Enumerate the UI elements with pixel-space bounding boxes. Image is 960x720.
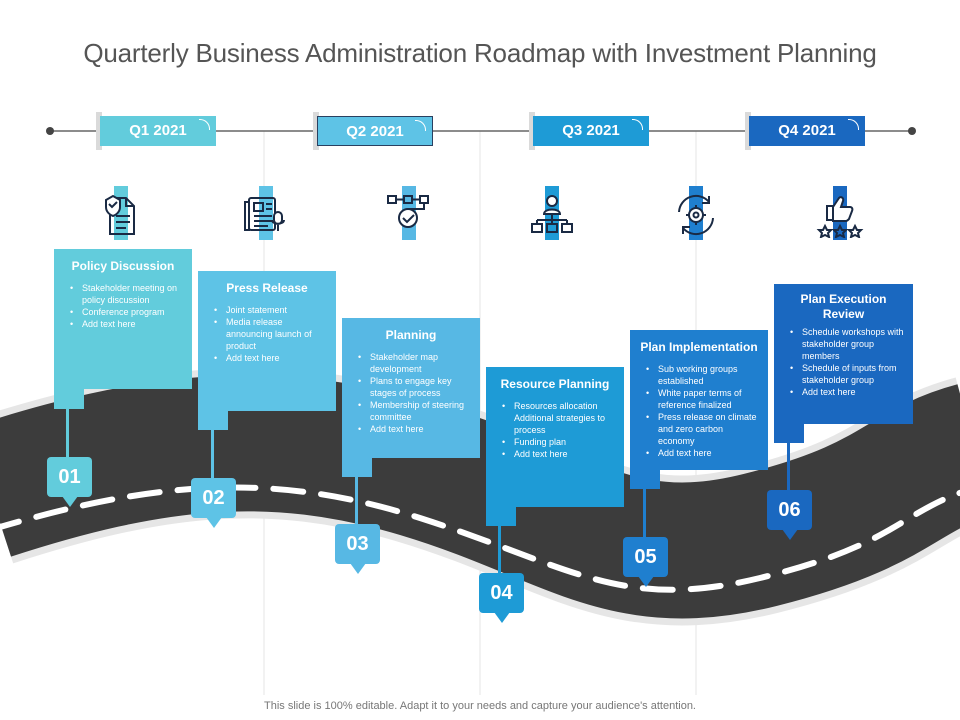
slide-footer-note: This slide is 100% editable. Adapt it to… bbox=[264, 700, 696, 712]
newspaper-microphone-icon bbox=[241, 186, 291, 242]
stage-04-title: Resource Planning bbox=[500, 377, 610, 391]
stage-04-card: Resource Planning Resources allocation A… bbox=[486, 367, 624, 507]
stage-05-number: 05 bbox=[634, 546, 657, 568]
stage-01-bullet-2: Conference program bbox=[70, 306, 184, 318]
policy-document-check-icon bbox=[96, 186, 146, 242]
stage-04-number: 04 bbox=[490, 582, 513, 604]
stage-06-bullet-1: Schedule workshops with stakeholder grou… bbox=[790, 326, 905, 362]
gear-cycle-icon bbox=[671, 186, 721, 242]
stage-03-bullet-2: Plans to engage key stages of process bbox=[358, 375, 472, 399]
stage-01-bullet-1: Stakeholder meeting on policy discussion bbox=[70, 282, 184, 306]
stage-02-card: Press Release Joint statement Media rele… bbox=[198, 271, 336, 411]
stage-05-connector bbox=[643, 488, 646, 538]
stage-01-bullet-3: Add text here bbox=[70, 318, 184, 330]
stage-02-title: Press Release bbox=[226, 281, 308, 295]
stage-06-bullets: Schedule workshops with stakeholder grou… bbox=[782, 326, 905, 398]
stage-03-bullet-1: Stakeholder map development bbox=[358, 351, 472, 375]
stage-04-card-tail bbox=[486, 506, 516, 526]
thumbs-up-stars-icon bbox=[815, 186, 865, 242]
stage-04-marker: 04 bbox=[479, 573, 524, 623]
quarter-q3-label: Q3 2021 bbox=[533, 116, 649, 146]
stage-05-bullets: Sub working groups established White pap… bbox=[638, 363, 760, 459]
stage-03-marker: 03 bbox=[335, 524, 380, 574]
stage-06-card: Plan Execution Review Schedule workshops… bbox=[774, 284, 913, 424]
stage-02-bullets: Joint statement Media release announcing… bbox=[206, 304, 328, 364]
stage-01-bullets: Stakeholder meeting on policy discussion… bbox=[62, 282, 184, 330]
stage-05-marker: 05 bbox=[623, 537, 668, 587]
timeline-start-dot bbox=[46, 127, 54, 135]
timeline-end-dot bbox=[908, 127, 916, 135]
flowchart-check-icon bbox=[384, 186, 434, 242]
quarter-q4-text: Q4 2021 bbox=[778, 122, 836, 139]
quarter-q3-text: Q3 2021 bbox=[562, 122, 620, 139]
stage-06-number: 06 bbox=[778, 499, 801, 521]
stage-01-marker: 01 bbox=[47, 457, 92, 507]
stage-05-bullet-1: Sub working groups established bbox=[646, 363, 760, 387]
q1-tab bbox=[96, 112, 102, 150]
road-center-dashes bbox=[0, 484, 960, 593]
road-body bbox=[0, 375, 960, 619]
stage-01-card-tail bbox=[54, 389, 84, 409]
stage-02-marker: 02 bbox=[191, 478, 236, 528]
stage-01-connector bbox=[66, 408, 69, 458]
stage-03-title: Planning bbox=[385, 328, 437, 342]
stage-02-number: 02 bbox=[202, 487, 225, 509]
stage-02-bullet-3: Add text here bbox=[214, 352, 328, 364]
q3-tab bbox=[529, 112, 535, 150]
stage-04-bullet-3: Add text here bbox=[502, 448, 616, 460]
stage-05-title: Plan Implementation bbox=[640, 340, 758, 354]
quarter-q1-text: Q1 2021 bbox=[129, 122, 187, 139]
stage-05-bullet-2: White paper terms of reference finalized bbox=[646, 387, 760, 411]
stage-03-card-tail bbox=[342, 457, 372, 477]
stage-05-bullet-3: Press release on climate and zero carbon… bbox=[646, 411, 760, 447]
q4-tab bbox=[745, 112, 751, 150]
stage-05-card-tail bbox=[630, 469, 660, 489]
stage-04-bullets: Resources allocation Additional strategi… bbox=[494, 400, 616, 460]
stage-02-bullet-2: Media release announcing launch of produ… bbox=[214, 316, 328, 352]
org-hierarchy-person-icon bbox=[527, 186, 577, 242]
stage-03-bullet-3: Membership of steering committee bbox=[358, 399, 472, 423]
stage-06-card-tail bbox=[774, 423, 804, 443]
stage-06-marker: 06 bbox=[767, 490, 812, 540]
stage-04-connector bbox=[498, 525, 501, 573]
stage-04-bullet-1: Resources allocation Additional strategi… bbox=[502, 400, 616, 436]
stage-02-bullet-1: Joint statement bbox=[214, 304, 328, 316]
slide-title: Quarterly Business Administration Roadma… bbox=[83, 38, 877, 68]
stage-01-number: 01 bbox=[58, 466, 81, 488]
stage-02-card-tail bbox=[198, 410, 228, 430]
quarter-q2-text: Q2 2021 bbox=[346, 123, 404, 140]
stage-01-title: Policy Discussion bbox=[71, 259, 175, 273]
quarter-q1-label: Q1 2021 bbox=[100, 116, 216, 146]
stage-04-bullet-2: Funding plan bbox=[502, 436, 616, 448]
stage-06-bullet-3: Add text here bbox=[790, 386, 905, 398]
stage-03-bullet-4: Add text here bbox=[358, 423, 472, 435]
quarter-q4-label: Q4 2021 bbox=[749, 116, 865, 146]
q2-tab bbox=[313, 112, 319, 150]
stage-03-card: Planning Stakeholder map development Pla… bbox=[342, 318, 480, 458]
stage-03-bullets: Stakeholder map development Plans to eng… bbox=[350, 351, 472, 435]
stage-06-connector bbox=[787, 442, 790, 490]
stage-06-title: Plan Execution Review bbox=[800, 292, 887, 321]
stage-03-number: 03 bbox=[346, 533, 369, 555]
stage-01-card: Policy Discussion Stakeholder meeting on… bbox=[54, 249, 192, 389]
stage-03-connector bbox=[355, 476, 358, 524]
stage-05-card: Plan Implementation Sub working groups e… bbox=[630, 330, 768, 470]
stage-06-bullet-2: Schedule of inputs from stakeholder grou… bbox=[790, 362, 905, 386]
stage-05-bullet-4: Add text here bbox=[646, 447, 760, 459]
stage-02-connector bbox=[211, 430, 214, 478]
quarter-q2-label: Q2 2021 bbox=[317, 116, 433, 146]
